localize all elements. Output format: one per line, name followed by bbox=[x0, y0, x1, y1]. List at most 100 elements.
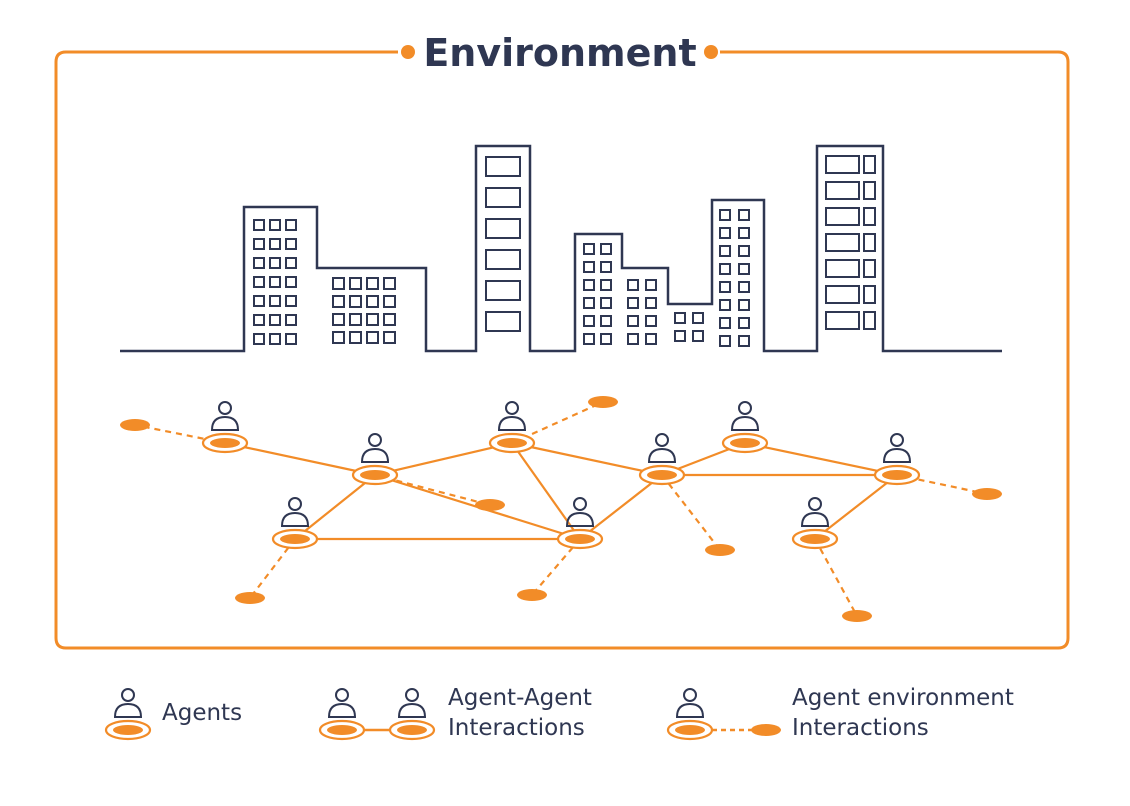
legend-agent-agent-label-line2: Interactions bbox=[448, 715, 585, 741]
agent-env-edge bbox=[374, 473, 491, 507]
window bbox=[825, 259, 860, 278]
agent-env-edge bbox=[249, 538, 296, 599]
window bbox=[627, 279, 639, 291]
window bbox=[253, 314, 265, 326]
agent-node bbox=[318, 688, 366, 741]
window bbox=[600, 333, 612, 345]
window bbox=[366, 295, 379, 308]
window bbox=[253, 219, 265, 231]
window bbox=[269, 314, 281, 326]
window bbox=[719, 209, 731, 221]
environment-nodes bbox=[120, 396, 1002, 622]
agent-base bbox=[647, 470, 677, 480]
agent-base bbox=[113, 725, 143, 735]
agent-agent-edge bbox=[744, 441, 898, 477]
window bbox=[863, 181, 876, 200]
window bbox=[583, 261, 595, 273]
window bbox=[719, 227, 731, 239]
window bbox=[253, 276, 265, 288]
window bbox=[583, 297, 595, 309]
window bbox=[863, 285, 876, 304]
city-skyline bbox=[120, 144, 1002, 353]
window bbox=[719, 281, 731, 293]
environment-frame bbox=[54, 50, 1070, 650]
window bbox=[269, 276, 281, 288]
window bbox=[485, 249, 521, 270]
window bbox=[583, 315, 595, 327]
person-icon bbox=[882, 433, 912, 463]
window bbox=[738, 263, 750, 275]
window bbox=[645, 297, 657, 309]
window bbox=[738, 227, 750, 239]
window bbox=[719, 245, 731, 257]
window bbox=[349, 331, 362, 344]
window bbox=[825, 233, 860, 252]
window bbox=[332, 313, 345, 326]
window bbox=[645, 315, 657, 327]
window bbox=[674, 330, 686, 342]
window bbox=[332, 295, 345, 308]
window bbox=[485, 218, 521, 239]
agent-base bbox=[497, 438, 527, 448]
agent-base bbox=[882, 470, 912, 480]
window bbox=[825, 181, 860, 200]
window bbox=[383, 313, 396, 326]
agent-node bbox=[488, 401, 536, 454]
agent-agent-edge bbox=[511, 441, 663, 477]
agent-node bbox=[873, 433, 921, 486]
person-icon bbox=[397, 688, 427, 718]
window bbox=[285, 276, 297, 288]
agent-agent-edge bbox=[814, 474, 898, 540]
window bbox=[253, 257, 265, 269]
environment-node bbox=[517, 589, 547, 601]
legend-agent-env-label-line1: Agent environment bbox=[792, 685, 1014, 711]
environment-node bbox=[475, 499, 505, 511]
window bbox=[692, 330, 704, 342]
window bbox=[383, 277, 396, 290]
person-icon bbox=[497, 401, 527, 431]
legend-agents-label: Agents bbox=[162, 700, 242, 726]
window bbox=[269, 257, 281, 269]
window bbox=[738, 245, 750, 257]
window bbox=[863, 207, 876, 226]
window bbox=[285, 257, 297, 269]
window bbox=[349, 295, 362, 308]
window bbox=[485, 156, 521, 177]
window bbox=[600, 243, 612, 255]
agent-node bbox=[721, 401, 769, 454]
window bbox=[583, 279, 595, 291]
person-icon bbox=[730, 401, 760, 431]
window bbox=[349, 277, 362, 290]
person-icon bbox=[280, 497, 310, 527]
environment-node bbox=[842, 610, 872, 622]
window bbox=[627, 297, 639, 309]
agent-node bbox=[351, 433, 399, 486]
window bbox=[645, 333, 657, 345]
agent-agent-edge bbox=[224, 441, 376, 477]
window bbox=[253, 295, 265, 307]
window bbox=[719, 299, 731, 311]
person-icon bbox=[210, 401, 240, 431]
window bbox=[383, 295, 396, 308]
window bbox=[600, 297, 612, 309]
legend-agent-agent-label-line1: Agent-Agent bbox=[448, 685, 592, 711]
window bbox=[863, 155, 876, 174]
agent-env-edge bbox=[814, 538, 858, 617]
agent-agent-edge bbox=[579, 474, 663, 540]
agent-node bbox=[201, 401, 249, 454]
frame-title-dot-right bbox=[704, 45, 718, 59]
window bbox=[692, 312, 704, 324]
window bbox=[285, 295, 297, 307]
person-icon bbox=[675, 688, 705, 718]
agent-base bbox=[210, 438, 240, 448]
window bbox=[583, 243, 595, 255]
window bbox=[863, 311, 876, 330]
window bbox=[349, 313, 362, 326]
agent-base bbox=[800, 534, 830, 544]
agent-agent-edge bbox=[511, 442, 581, 540]
frame-title-dot-left bbox=[401, 45, 415, 59]
window bbox=[825, 311, 860, 330]
agents-layer bbox=[201, 401, 921, 550]
window bbox=[863, 233, 876, 252]
window bbox=[600, 279, 612, 291]
